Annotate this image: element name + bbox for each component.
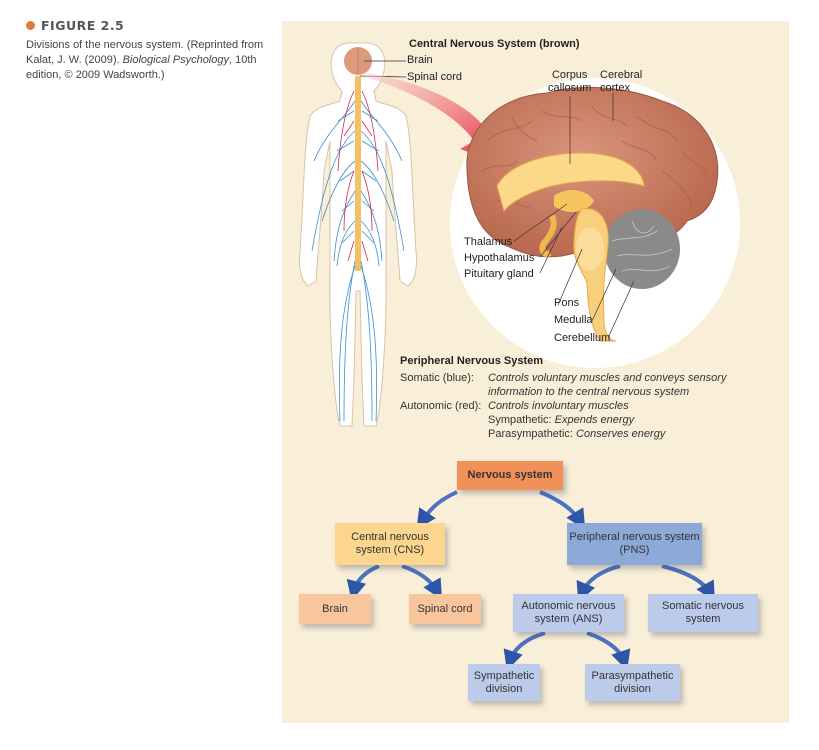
box-spinal-cord: Spinal cord — [409, 594, 481, 624]
box-sympathetic: Sympathetic division — [468, 664, 540, 701]
pns-row: information to the central nervous syste… — [400, 385, 726, 399]
label-spinal-cord: Spinal cord — [407, 71, 463, 83]
human-body-figure — [299, 42, 417, 427]
pns-value: Controls voluntary muscles and conveys s… — [488, 372, 727, 384]
somatic-nerves — [311, 100, 405, 422]
corpus-line-2: callosum — [548, 82, 592, 94]
cortex-line-2: cortex — [600, 82, 630, 94]
box-parasympathetic: Parasympathetic division — [585, 664, 680, 701]
pituitary — [539, 214, 557, 257]
pns-row: Autonomic (red): Controls involuntary mu… — [400, 399, 726, 413]
pns-row: Sympathetic: Expends energy — [400, 413, 726, 427]
spinal-cord — [355, 76, 361, 271]
flowchart-arrows — [346, 490, 715, 671]
label-hypothalamus: Hypothalamus — [464, 252, 535, 264]
pns-prefix: Parasympathetic: — [488, 428, 577, 440]
label-pituitary-gland: Pituitary gland — [464, 268, 534, 280]
caption-text-2: , 10th edition, © 2009 Wadsworth.) — [26, 54, 257, 81]
label-cerebellum: Cerebellum — [554, 332, 611, 344]
brain-illustration — [466, 86, 719, 342]
caption-text-1: Divisions of the nervous system. (Reprin… — [26, 39, 264, 66]
figure-label: FIGURE 2.5 — [26, 18, 276, 33]
pns-key — [400, 427, 488, 441]
box-brain: Brain — [299, 594, 371, 624]
figure-number: FIGURE 2.5 — [41, 18, 125, 33]
figure-panel: Central Nervous System (brown) Brain Spi… — [282, 21, 789, 723]
pns-value: Controls involuntary muscles — [488, 400, 629, 412]
pns-key — [400, 413, 488, 427]
box-nervous-system: Nervous system — [457, 461, 563, 490]
caption-book-title: Biological Psychology — [122, 54, 229, 66]
pns-row: Somatic (blue): Controls voluntary muscl… — [400, 371, 726, 385]
pns-value: Expends energy — [554, 414, 635, 426]
pns-prefix: Sympathetic: — [488, 414, 555, 426]
autonomic-nerves — [337, 90, 379, 262]
corpus-callosum — [496, 152, 645, 213]
box-pns: Peripheral nervous system (PNS) — [567, 523, 702, 565]
box-ans: Autonomic nervous system (ANS) — [513, 594, 624, 632]
cerebellum — [604, 209, 680, 289]
pons — [576, 227, 604, 271]
pns-key: Autonomic (red): — [400, 400, 482, 412]
label-pons: Pons — [554, 297, 580, 309]
label-thalamus: Thalamus — [464, 236, 513, 248]
pns-value: information to the central nervous syste… — [488, 386, 690, 398]
figure-caption: FIGURE 2.5 Divisions of the nervous syst… — [26, 18, 276, 83]
pns-value: Conserves energy — [576, 428, 666, 440]
pns-key: Somatic (blue): — [400, 372, 474, 384]
bullet-dot-icon — [26, 21, 35, 30]
box-somatic: Somatic nervous system — [648, 594, 758, 632]
corpus-line-1: Corpus — [551, 69, 588, 81]
label-brain: Brain — [407, 54, 433, 66]
label-medulla: Medulla — [554, 314, 593, 326]
pns-title: Peripheral Nervous System — [400, 355, 544, 367]
figure-description: Divisions of the nervous system. (Reprin… — [26, 38, 276, 83]
box-cns: Central nervous system (CNS) — [335, 523, 445, 565]
label-cerebral-cortex: Cerebral cortex — [600, 69, 642, 95]
pns-legend: Peripheral Nervous System Somatic (blue)… — [400, 355, 726, 441]
cortex-line-1: Cerebral — [600, 69, 643, 81]
pns-row: Parasympathetic: Conserves energy — [400, 427, 726, 441]
nervous-system-illustration — [299, 42, 740, 671]
cns-title: Central Nervous System (brown) — [409, 38, 580, 50]
pns-key — [400, 385, 488, 399]
label-corpus-callosum: Corpus callosum — [548, 69, 591, 95]
